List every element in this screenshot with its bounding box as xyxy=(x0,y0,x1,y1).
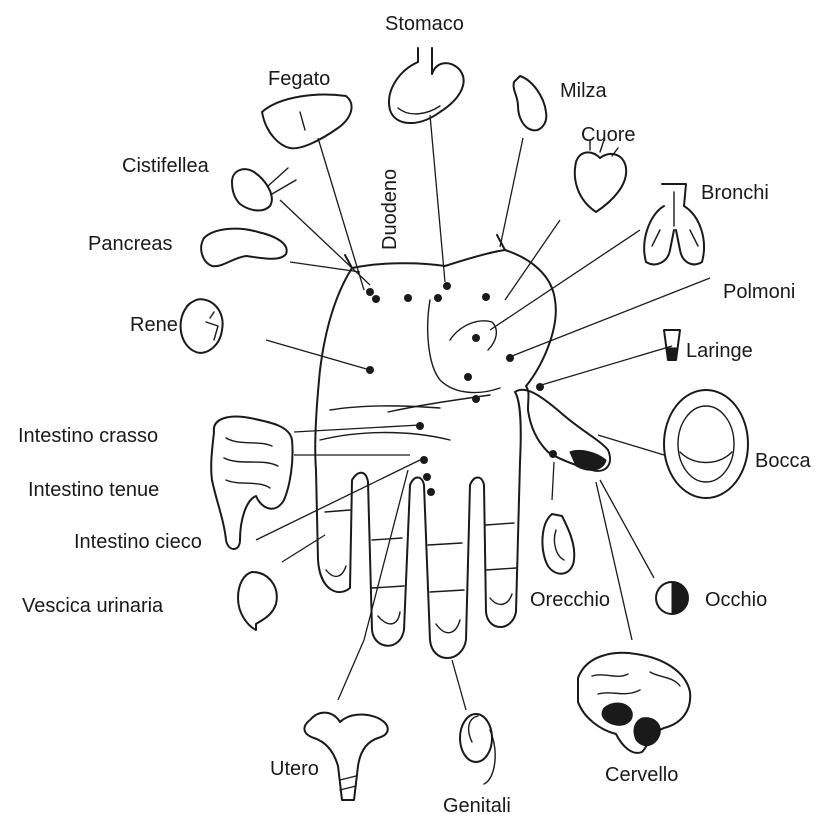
genitals-icon xyxy=(460,714,495,784)
label-utero: Utero xyxy=(270,758,319,780)
heart-icon xyxy=(575,140,626,212)
label-intestino-tenue: Intestino tenue xyxy=(28,479,159,501)
label-intestino-crasso: Intestino crasso xyxy=(18,425,158,447)
label-cuore: Cuore xyxy=(581,124,635,146)
bronchi-icon xyxy=(644,184,704,264)
reflex-point xyxy=(472,334,480,342)
label-occhio: Occhio xyxy=(705,589,767,611)
larynx-icon xyxy=(664,330,680,360)
large-intestine-icon xyxy=(211,417,292,549)
liver-icon xyxy=(262,95,352,149)
label-orecchio: Orecchio xyxy=(530,589,610,611)
uterus-icon xyxy=(304,713,387,800)
pancreas-icon xyxy=(201,229,287,267)
label-rene: Rene xyxy=(130,314,178,336)
label-intestino-cieco: Intestino cieco xyxy=(74,531,202,553)
reflex-point xyxy=(366,366,374,374)
reflex-point xyxy=(423,473,431,481)
label-cistifellea: Cistifellea xyxy=(122,155,210,177)
label-vescica-urinaria: Vescica urinaria xyxy=(22,595,164,617)
label-fegato: Fegato xyxy=(268,68,330,90)
spleen-icon xyxy=(514,76,547,130)
reflex-point xyxy=(536,383,544,391)
label-bronchi: Bronchi xyxy=(701,182,769,204)
label-duodeno: Duodeno xyxy=(379,169,401,250)
reflex-point xyxy=(416,422,424,430)
reflex-point xyxy=(464,373,472,381)
label-cervello: Cervello xyxy=(605,764,678,786)
kidney-icon xyxy=(181,299,223,353)
reflex-point xyxy=(443,282,451,290)
label-laringe: Laringe xyxy=(686,340,753,362)
organ-labels: Stomaco Fegato Milza Cuore Duodeno Cisti… xyxy=(18,13,811,817)
label-milza: Milza xyxy=(560,80,608,102)
brain-icon xyxy=(578,653,690,753)
reflex-point xyxy=(506,354,514,362)
label-polmoni: Polmoni xyxy=(723,281,795,303)
label-pancreas: Pancreas xyxy=(88,233,173,255)
eye-icon xyxy=(656,582,688,614)
stomach-icon xyxy=(389,48,464,123)
reflex-point xyxy=(420,456,428,464)
ear-icon xyxy=(542,514,574,574)
label-stomaco: Stomaco xyxy=(385,13,464,35)
bladder-icon xyxy=(238,572,277,630)
reflex-point xyxy=(372,295,380,303)
reflex-point xyxy=(366,288,374,296)
organ-illustrations xyxy=(181,48,748,800)
gallbladder-icon xyxy=(232,168,296,210)
label-bocca: Bocca xyxy=(755,450,811,472)
reflex-point xyxy=(549,450,557,458)
leader-lines xyxy=(256,115,710,710)
reflex-point xyxy=(404,294,412,302)
reflex-point xyxy=(482,293,490,301)
reflex-point xyxy=(427,488,435,496)
reflex-point xyxy=(434,294,442,302)
reflex-point xyxy=(472,395,480,403)
mouth-icon xyxy=(664,390,748,498)
label-genitali: Genitali xyxy=(443,795,511,817)
